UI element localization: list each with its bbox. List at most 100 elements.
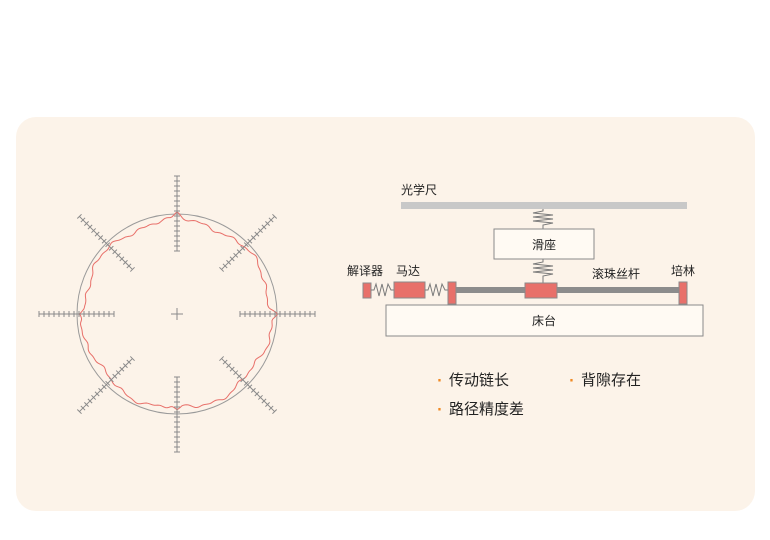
tick-mark <box>84 402 89 407</box>
tick-mark <box>268 405 274 411</box>
bullet-text: 背隙存在 <box>580 371 641 389</box>
resolver-block <box>362 282 372 299</box>
slide-seat-box <box>493 228 595 260</box>
bullet-dot-icon: · <box>569 374 574 389</box>
optical-scale-label: 光学尺 <box>401 182 437 197</box>
tick-axis-line <box>221 358 275 412</box>
tick-mark <box>261 398 267 404</box>
tick-mark <box>219 266 225 272</box>
tick-axis-line <box>221 216 275 270</box>
tick-mark <box>265 402 270 407</box>
mechanism-schematic: 光学尺 滑座 解译器 马达 滚珠丝杆 培林 床台 <box>347 182 704 337</box>
tick-mark <box>222 263 228 269</box>
tick-mark <box>129 266 135 272</box>
tick-mark <box>129 356 135 362</box>
tick-mark <box>98 387 104 393</box>
bed-box <box>385 304 704 337</box>
tick-mark <box>272 213 278 219</box>
tick-mark <box>112 249 118 255</box>
tick-mark <box>101 238 107 244</box>
tick-mark <box>261 224 267 230</box>
tick-mark <box>272 409 278 415</box>
bullet-dot-icon: · <box>437 374 442 389</box>
tick-mark <box>233 252 239 258</box>
tick-mark <box>240 377 246 383</box>
tick-mark <box>243 242 249 248</box>
tick-mark <box>112 373 118 379</box>
motor-block <box>393 281 426 299</box>
left-bearing-block <box>447 281 457 305</box>
tick-mark <box>94 391 100 397</box>
motor-label: 马达 <box>396 264 420 278</box>
tick-mark <box>84 221 89 226</box>
tick-mark <box>247 238 253 244</box>
tick-mark <box>233 370 239 376</box>
tick-mark <box>229 256 235 262</box>
bullet-item-chain: · 传动链长 <box>437 369 509 390</box>
tick-mark <box>254 231 260 237</box>
tick-mark <box>80 405 86 411</box>
tick-mark <box>76 213 82 219</box>
tick-mark <box>268 217 274 223</box>
tick-mark <box>257 394 263 400</box>
spring-motor-coupling <box>425 282 448 297</box>
right-bearing-block <box>678 281 688 305</box>
bearing-label: 培林 <box>671 263 695 278</box>
optical-scale-rail <box>401 202 687 209</box>
tick-mark <box>254 391 260 397</box>
tick-mark <box>250 387 256 393</box>
tick-mark <box>122 363 128 369</box>
tick-mark <box>247 384 253 390</box>
spring-resolver-motor <box>371 282 394 297</box>
tick-mark <box>76 409 82 415</box>
tick-mark <box>243 380 249 386</box>
tick-mark <box>80 217 86 223</box>
ball-screw-label: 滚珠丝杆 <box>592 266 640 281</box>
bed-label: 床台 <box>532 313 556 328</box>
bullet-dot-icon: · <box>437 403 442 418</box>
tick-mark <box>91 228 97 234</box>
tick-mark <box>229 366 235 372</box>
tick-mark <box>126 359 132 365</box>
tick-mark <box>87 398 93 404</box>
tick-axis-line <box>79 216 133 270</box>
tick-mark <box>226 363 232 369</box>
tick-mark <box>105 242 111 248</box>
tick-mark <box>115 252 121 258</box>
bullet-item-backlash: · 背隙存在 <box>569 369 641 390</box>
resolver-label: 解译器 <box>347 264 383 278</box>
measured-trace <box>78 211 278 411</box>
tick-mark <box>119 366 125 372</box>
bullet-text: 路径精度差 <box>448 400 524 418</box>
tick-mark <box>94 231 100 237</box>
tick-mark <box>219 356 225 362</box>
tick-mark <box>115 370 121 376</box>
tick-mark <box>108 245 114 251</box>
tick-mark <box>236 249 242 255</box>
tick-mark <box>91 394 97 400</box>
tick-mark <box>257 228 263 234</box>
axis-ticks <box>38 175 316 453</box>
tick-mark <box>240 245 246 251</box>
tick-mark <box>126 263 132 269</box>
bullet-item-precision: · 路径精度差 <box>437 398 524 419</box>
tick-mark <box>265 221 270 226</box>
tick-mark <box>98 235 104 241</box>
tick-mark <box>222 359 228 365</box>
tick-mark <box>105 380 111 386</box>
bullet-text: 传动链长 <box>448 371 509 389</box>
tick-mark <box>226 259 232 265</box>
circular-test-plot <box>38 175 316 453</box>
tick-axis-line <box>79 358 133 412</box>
tick-mark <box>250 235 256 241</box>
spring-seat-nut <box>532 259 554 283</box>
spring-scale-seat <box>532 209 554 229</box>
tick-mark <box>101 384 107 390</box>
tick-mark <box>108 377 114 383</box>
screw-nut-block <box>524 282 558 299</box>
tick-mark <box>236 373 242 379</box>
tick-mark <box>122 259 128 265</box>
tick-mark <box>87 224 93 230</box>
tick-mark <box>119 256 125 262</box>
